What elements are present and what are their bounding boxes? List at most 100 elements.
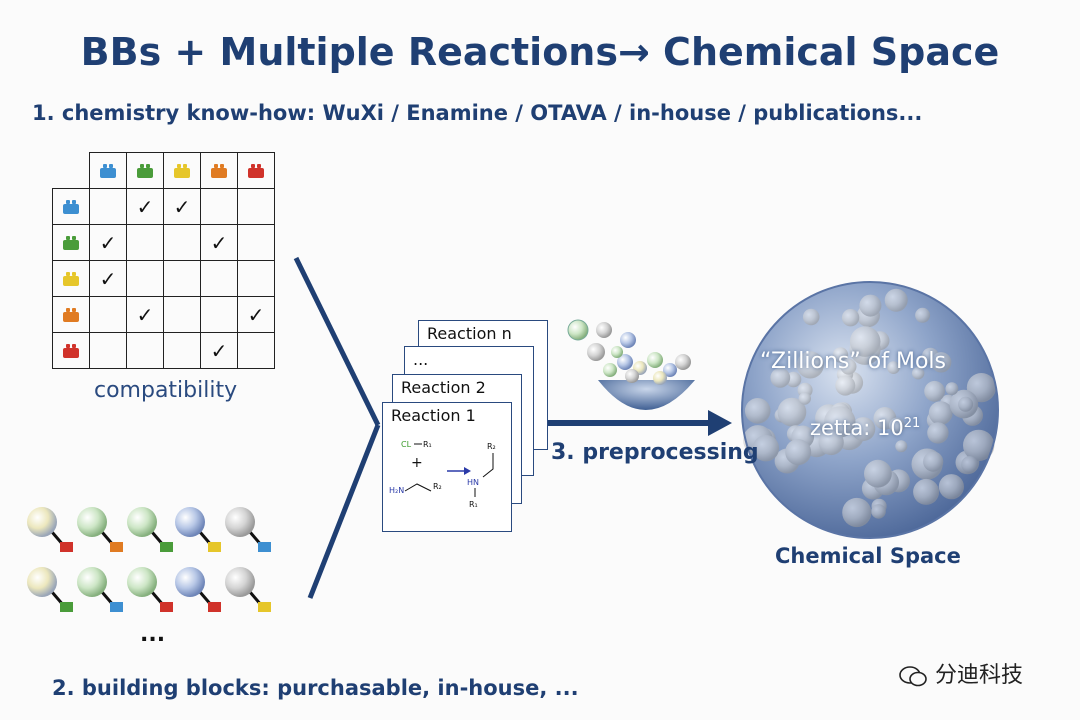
molecule-ball xyxy=(744,398,771,424)
matrix-cell xyxy=(163,332,201,369)
col-brick-green-icon xyxy=(137,163,153,178)
building-block-ball xyxy=(77,507,107,537)
molecule-ball xyxy=(887,361,900,374)
matrix-cell xyxy=(126,260,164,297)
scheme-r1-right: R₁ xyxy=(469,500,478,509)
matrix-cell: ✓ xyxy=(126,188,164,225)
matrix-cell xyxy=(200,260,238,297)
compatibility-matrix: ✓✓✓✓✓✓✓✓ xyxy=(52,152,275,369)
molecule-ball xyxy=(785,439,812,466)
scheme-plus: + xyxy=(411,455,423,471)
matrix-cell xyxy=(200,188,238,225)
watermark: 分迪科技 xyxy=(898,657,1023,689)
molecule-ball xyxy=(958,396,974,412)
building-block-ball xyxy=(175,567,205,597)
molecule-ball xyxy=(884,288,908,312)
building-blocks xyxy=(27,507,271,612)
zetta-label: zetta: 1021 xyxy=(810,416,920,440)
molecule-ball xyxy=(832,347,849,363)
molecule-ball xyxy=(777,397,807,427)
matrix-cell: ✓ xyxy=(89,224,127,261)
zetta-exponent: 21 xyxy=(903,416,921,431)
molecule-ball xyxy=(913,478,940,505)
building-block-ball xyxy=(127,507,157,537)
reaction-n-label: Reaction n xyxy=(427,324,512,343)
reaction-1-label: Reaction 1 xyxy=(391,406,476,425)
molecule-ball xyxy=(931,352,952,373)
reaction-card-1: Reaction 1 CL R₁ + H₂N R₂ R₂ HN R₁ xyxy=(382,402,512,532)
building-block-brick xyxy=(110,542,123,552)
matrix-row-header xyxy=(52,332,90,369)
molecule-ball xyxy=(927,422,949,444)
reaction-scheme-diagram: CL R₁ + H₂N R₂ R₂ HN R₁ xyxy=(389,440,496,509)
building-block-brick xyxy=(60,542,73,552)
funnel-bottom-line xyxy=(307,424,381,599)
building-block-ball xyxy=(77,567,107,597)
funnel-top-line xyxy=(293,256,381,427)
molecule-ball xyxy=(818,429,844,456)
row-brick-blue-icon xyxy=(63,199,79,214)
process-arrow-head xyxy=(708,410,732,436)
scheme-r2-left: R₂ xyxy=(433,482,442,491)
row-brick-green-icon xyxy=(63,235,79,250)
scheme-hn: HN xyxy=(467,478,479,487)
matrix-col-header xyxy=(126,152,164,189)
reaction-ellipsis-label: ... xyxy=(413,350,429,369)
molecule-ball xyxy=(835,375,856,396)
building-block-ball xyxy=(27,567,57,597)
compatibility-label: compatibility xyxy=(94,378,238,403)
molecule-ball xyxy=(770,367,791,388)
molecule-ball xyxy=(938,474,965,500)
molecule-ball xyxy=(824,406,856,438)
building-block-ball xyxy=(225,567,255,597)
col-brick-blue-icon xyxy=(100,163,116,178)
watermark-text: 分迪科技 xyxy=(935,663,1024,688)
molecule-ball xyxy=(802,308,820,326)
building-block-ball xyxy=(127,567,157,597)
matrix-cell xyxy=(126,332,164,369)
matrix-cell: ✓ xyxy=(200,332,238,369)
row-brick-red-icon xyxy=(63,343,79,358)
row-brick-yellow-icon xyxy=(63,271,79,286)
matrix-cell xyxy=(126,224,164,261)
col-brick-red-icon xyxy=(248,163,264,178)
molecule-ball xyxy=(849,326,881,357)
reaction-2-label: Reaction 2 xyxy=(401,378,486,397)
matrix-row-header xyxy=(52,260,90,297)
building-block-ball xyxy=(225,507,255,537)
building-blocks-more: ... xyxy=(140,622,166,647)
building-block-brick xyxy=(258,602,271,612)
col-brick-orange-icon xyxy=(211,163,227,178)
zillions-label: “Zillions” of Mols xyxy=(760,349,947,374)
scheme-r1: R₁ xyxy=(423,440,432,449)
step1-text: 1. chemistry know-how: WuXi / Enamine / … xyxy=(32,101,923,125)
molecule-ball xyxy=(895,440,908,453)
building-block-brick xyxy=(208,602,221,612)
scheme-h2n: H₂N xyxy=(389,486,404,495)
col-brick-yellow-icon xyxy=(174,163,190,178)
building-block-brick xyxy=(258,542,271,552)
matrix-cell xyxy=(237,332,275,369)
building-block-brick xyxy=(208,542,221,552)
preprocessing-bowl-icon xyxy=(567,319,695,410)
molecule-ball xyxy=(888,417,905,434)
molecule-ball xyxy=(752,435,780,462)
molecule-ball xyxy=(915,307,931,323)
building-block-ball xyxy=(175,507,205,537)
matrix-cell: ✓ xyxy=(163,188,201,225)
molecule-ball xyxy=(945,382,959,396)
matrix-cell: ✓ xyxy=(89,260,127,297)
molecule-ball xyxy=(923,451,944,472)
matrix-col-header xyxy=(237,152,275,189)
building-block-ball xyxy=(27,507,57,537)
molecule-ball xyxy=(912,367,925,380)
molecule-ball xyxy=(928,401,953,425)
building-block-brick xyxy=(60,602,73,612)
matrix-cell xyxy=(89,296,127,333)
step2-text: 2. building blocks: purchasable, in-hous… xyxy=(52,676,579,700)
molecule-ball xyxy=(864,459,892,488)
molecule-ball xyxy=(963,429,995,462)
molecule-ball xyxy=(851,417,876,442)
molecule-ball xyxy=(924,380,945,402)
